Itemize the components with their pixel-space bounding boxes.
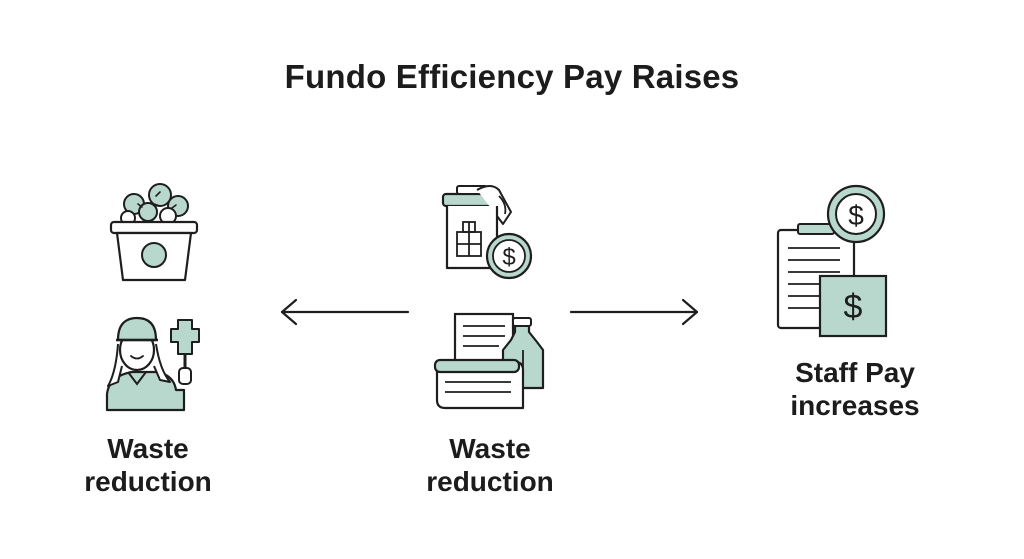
center-label-line-2: reduction [426,466,554,497]
arrow-right [569,298,699,326]
right-label-line-1: Staff Pay [795,357,915,388]
right-label-line-2: increases [790,390,920,421]
left-label-line-1: Waste [107,433,189,464]
clipboard-with-dollar-icon: $ $ [776,184,888,340]
center-node-label: Waste reduction [408,432,572,498]
food-bowl-icon [108,182,200,284]
square-dollar-sign: $ [844,288,863,326]
coin-dollar-sign: $ [502,244,515,271]
worker-with-sign-icon [104,314,200,412]
center-label-line-1: Waste [449,433,531,464]
container-with-coin-icon: $ [441,182,535,282]
diagram-title: Fundo Efficiency Pay Raises [284,58,740,95]
documents-with-bottle-icon [433,310,547,414]
right-node-label: Staff Pay increases [768,356,942,422]
left-node-label: Waste reduction [66,432,230,498]
coin-dollar-sign: $ [848,200,864,231]
arrow-left [280,298,410,326]
left-label-line-2: reduction [84,466,212,497]
